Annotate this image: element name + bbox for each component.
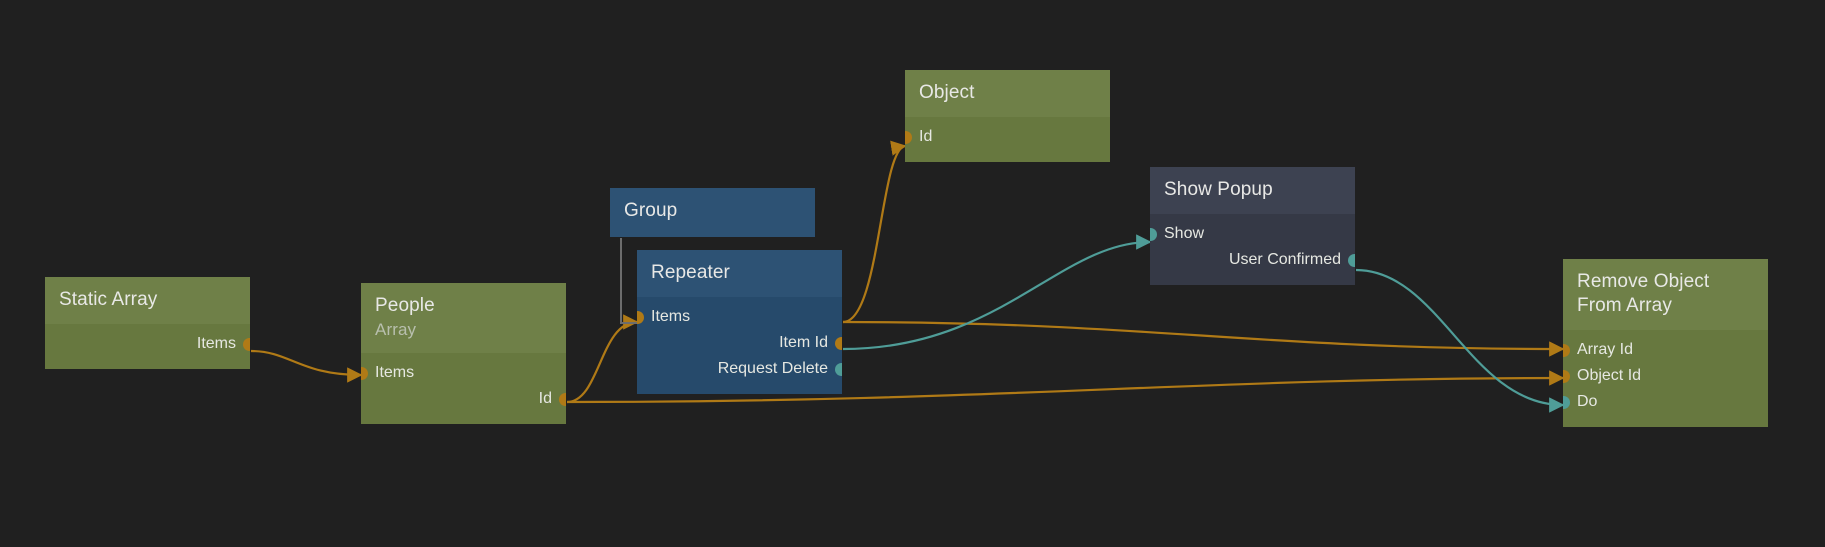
node-ports: Id — [905, 117, 1110, 162]
output-port-user-confirmed[interactable]: User Confirmed — [1150, 247, 1355, 273]
node-ports: Items — [45, 324, 250, 369]
port-label: Object Id — [1577, 367, 1642, 384]
port-label: Do — [1577, 393, 1598, 410]
port-dot-icon[interactable] — [1150, 227, 1157, 241]
node-group[interactable]: Group — [610, 188, 815, 237]
output-port-id[interactable]: Id — [361, 386, 566, 412]
input-port-show[interactable]: Show — [1150, 221, 1355, 247]
port-label: Request Delete — [717, 360, 828, 377]
port-dot-icon[interactable] — [905, 130, 912, 144]
port-label: Array Id — [1577, 341, 1634, 358]
edge-show-popup-user-confirmed-to-remove-do[interactable] — [1355, 268, 1565, 413]
node-title: Remove Object From Array — [1563, 259, 1768, 330]
port-label: User Confirmed — [1228, 251, 1341, 268]
port-dot-icon[interactable] — [1563, 395, 1570, 409]
input-port-items[interactable]: Items — [361, 360, 566, 386]
input-port-items[interactable]: Items — [637, 304, 842, 330]
output-port-item-id[interactable]: Item Id — [637, 330, 842, 356]
port-dot-icon[interactable] — [559, 392, 566, 406]
node-title: Object — [905, 70, 1110, 117]
node-ports: Items Id — [361, 353, 566, 424]
port-dot-icon[interactable] — [1563, 369, 1570, 383]
node-people[interactable]: People Array Items Id — [361, 283, 566, 424]
node-remove-object-from-array[interactable]: Remove Object From Array Array Id Object… — [1563, 259, 1768, 427]
port-dot-icon[interactable] — [637, 310, 644, 324]
output-port-items[interactable]: Items — [45, 331, 250, 357]
edge-repeater-item-id-to-object-id[interactable] — [842, 140, 907, 324]
input-port-object-id[interactable]: Object Id — [1563, 363, 1768, 389]
port-dot-icon[interactable] — [1348, 253, 1355, 267]
port-dot-icon[interactable] — [243, 337, 250, 351]
edge-people-id-to-repeater-items[interactable] — [566, 314, 639, 404]
port-dot-icon[interactable] — [1563, 343, 1570, 357]
edge-repeater-request-delete-to-show-popup-show[interactable] — [842, 234, 1152, 351]
node-title: Static Array — [45, 277, 250, 324]
port-dot-icon[interactable] — [835, 362, 842, 376]
port-label: Id — [919, 128, 933, 145]
node-ports: Items Item Id Request Delete — [637, 297, 842, 394]
port-label: Items — [196, 335, 236, 352]
node-title: Repeater — [637, 250, 842, 297]
edge-static-array-items-to-people-items[interactable] — [250, 349, 363, 383]
node-repeater[interactable]: Repeater Items Item Id Request Delete — [637, 250, 842, 394]
node-show-popup[interactable]: Show Popup Show User Confirmed — [1150, 167, 1355, 285]
node-title-text: People — [375, 295, 435, 316]
output-port-request-delete[interactable]: Request Delete — [637, 356, 842, 382]
node-object[interactable]: Object Id — [905, 70, 1110, 162]
node-title: People Array — [361, 283, 566, 353]
node-ports: Show User Confirmed — [1150, 214, 1355, 285]
port-label: Items — [651, 308, 691, 325]
edge-repeater-item-id-to-remove-array-id[interactable] — [842, 320, 1565, 357]
port-dot-icon[interactable] — [361, 366, 368, 380]
node-static-array[interactable]: Static Array Items — [45, 277, 250, 369]
node-title: Show Popup — [1150, 167, 1355, 214]
port-label: Item Id — [779, 334, 828, 351]
input-port-do[interactable]: Do — [1563, 389, 1768, 415]
input-port-id[interactable]: Id — [905, 124, 1110, 150]
node-ports: Array Id Object Id Do — [1563, 330, 1768, 427]
node-title: Group — [610, 188, 815, 237]
port-label: Show — [1164, 225, 1205, 242]
input-port-array-id[interactable]: Array Id — [1563, 337, 1768, 363]
port-label: Items — [375, 364, 415, 381]
port-label: Id — [538, 390, 552, 407]
port-dot-icon[interactable] — [835, 336, 842, 350]
node-subtitle: Array — [375, 320, 417, 339]
